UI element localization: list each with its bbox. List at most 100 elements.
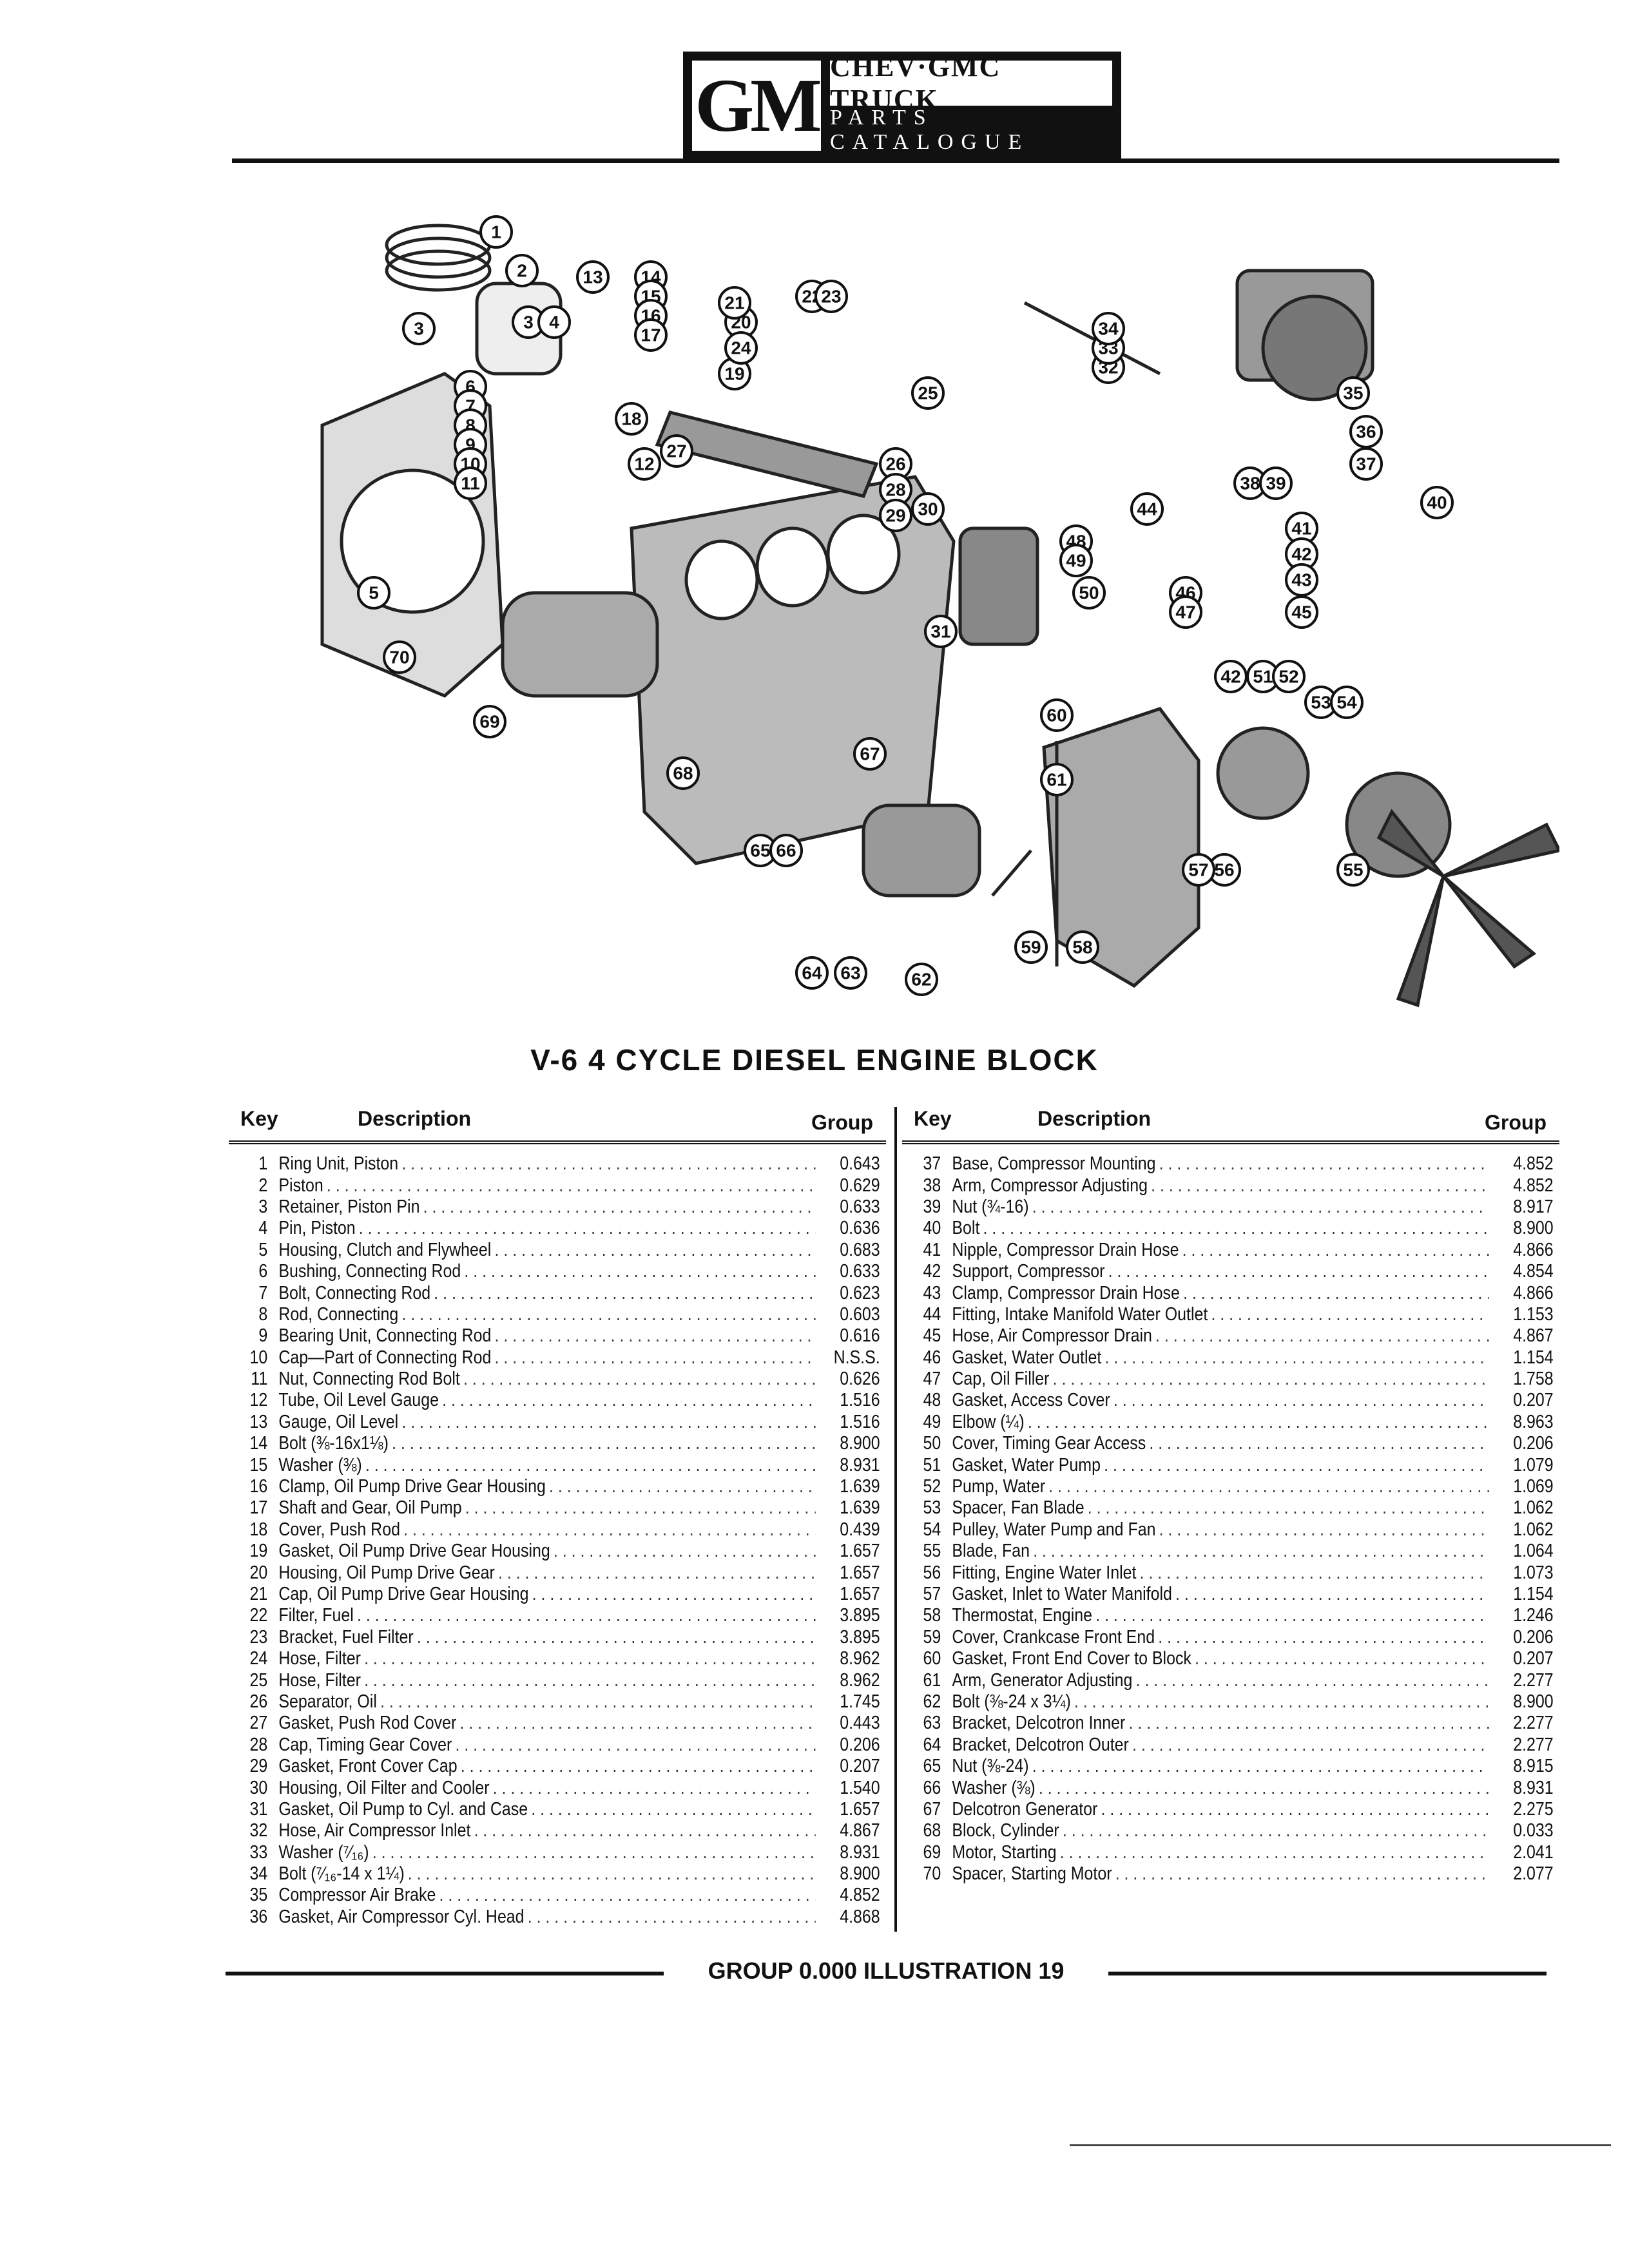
leader-dots [1088,1497,1489,1519]
part-group: 8.962 [840,1648,880,1669]
part-description-cell: Cap, Oil Pump Drive Gear Housing [278,1584,819,1605]
part-key: 46 [923,1347,941,1368]
part-description-cell: Fitting, Intake Manifold Water Outlet [952,1304,1492,1325]
part-description-cell: Nut (⅜-24) [952,1756,1492,1777]
part-group: 0.633 [840,1196,880,1217]
part-description-cell: Fitting, Engine Water Inlet [952,1562,1492,1584]
part-group: 0.207 [1513,1648,1554,1669]
callout-61: 61 [1040,763,1074,796]
callout-13: 13 [576,260,610,294]
part-group: 8.962 [840,1669,880,1691]
part-key: 9 [258,1325,268,1347]
leader-dots [357,1605,816,1626]
part-key: 58 [923,1605,941,1626]
leader-dots [1195,1648,1489,1669]
diagram-title: V-6 4 CYCLE DIESEL ENGINE BLOCK [530,1043,1099,1077]
leader-dots [392,1433,816,1454]
svg-text:2: 2 [517,261,527,281]
part-description: Rod, Connecting [278,1303,399,1325]
header-subtitle: PARTS CATALOGUE [830,106,1030,154]
callout-24: 24 [724,331,758,365]
part-group: 0.626 [840,1369,880,1390]
part-group: 4.852 [1513,1175,1554,1196]
part-description-cell: Bolt [952,1218,1492,1239]
part-description-cell: Cover, Push Rod [278,1519,819,1541]
leader-dots [495,1325,816,1347]
leader-dots [1095,1605,1489,1626]
svg-text:24: 24 [731,338,751,358]
svg-text:42: 42 [1220,667,1240,687]
svg-text:69: 69 [479,712,499,732]
leader-dots [554,1541,816,1562]
part-description-cell: Washer (⅜) [952,1778,1492,1799]
table-header: Key Description Group [229,1102,886,1144]
part-description: Pump, Water [952,1476,1046,1497]
leader-dots [495,1240,816,1261]
part-key: 68 [923,1820,941,1841]
part-key: 42 [923,1261,941,1282]
part-description-cell: Hose, Filter [278,1670,819,1691]
svg-text:17: 17 [641,325,660,345]
callout-57: 57 [1182,853,1215,887]
part-group: 0.683 [840,1239,880,1260]
svg-text:38: 38 [1240,474,1260,494]
leader-dots [1115,1863,1489,1885]
part-key: 15 [249,1454,268,1475]
part-key: 16 [249,1476,268,1497]
part-group: 8.931 [840,1841,880,1863]
part-key: 20 [249,1562,268,1583]
part-description: Nipple, Compressor Drain Hose [952,1239,1179,1260]
part-key: 21 [249,1584,268,1604]
part-description: Gasket, Front Cover Cap [278,1756,458,1777]
callout-36: 36 [1349,415,1383,448]
part-description: Gauge, Oil Level [278,1411,399,1432]
part-description: Filter, Fuel [278,1605,354,1626]
part-group: 1.657 [840,1541,880,1562]
callout-63: 63 [834,956,867,990]
part-key: 36 [249,1906,268,1927]
part-group: 4.866 [1513,1239,1554,1260]
leader-dots [401,1304,816,1325]
part-group: 8.915 [1513,1756,1554,1777]
part-description: Gasket, Oil Pump Drive Gear Housing [278,1541,550,1562]
part-description-cell: Gasket, Oil Pump to Cyl. and Case [278,1799,819,1820]
part-key: 39 [923,1196,941,1217]
part-description: Ring Unit, Piston [278,1153,399,1175]
part-description-cell: Pulley, Water Pump and Fan [952,1519,1492,1541]
part-description: Motor, Starting [952,1841,1057,1863]
svg-text:30: 30 [918,499,938,519]
part-group: 8.900 [840,1433,880,1454]
part-group: 1.246 [1513,1605,1554,1626]
callout-35: 35 [1336,376,1370,410]
svg-text:40: 40 [1427,493,1447,513]
leader-dots [364,1670,816,1691]
leader-dots [1048,1476,1489,1497]
part-description-cell: Bolt (⅜-16x1⅛) [278,1433,819,1454]
leader-dots [1074,1691,1489,1713]
part-description: Housing, Oil Filter and Cooler [278,1777,490,1798]
part-description: Bolt (⅜-16x1⅛) [278,1433,389,1454]
callout-25: 25 [911,376,945,410]
part-description-cell: Block, Cylinder [952,1820,1492,1841]
part-description: Pulley, Water Pump and Fan [952,1519,1156,1540]
part-description-cell: Pin, Piston [278,1218,819,1239]
part-description-cell: Gauge, Oil Level [278,1412,819,1433]
part-group: 1.062 [1513,1519,1554,1540]
part-key: 30 [249,1777,268,1798]
part-description: Separator, Oil [278,1691,377,1712]
part-description: Delcotron Generator [952,1798,1098,1820]
part-description-cell: Spacer, Starting Motor [952,1863,1492,1885]
